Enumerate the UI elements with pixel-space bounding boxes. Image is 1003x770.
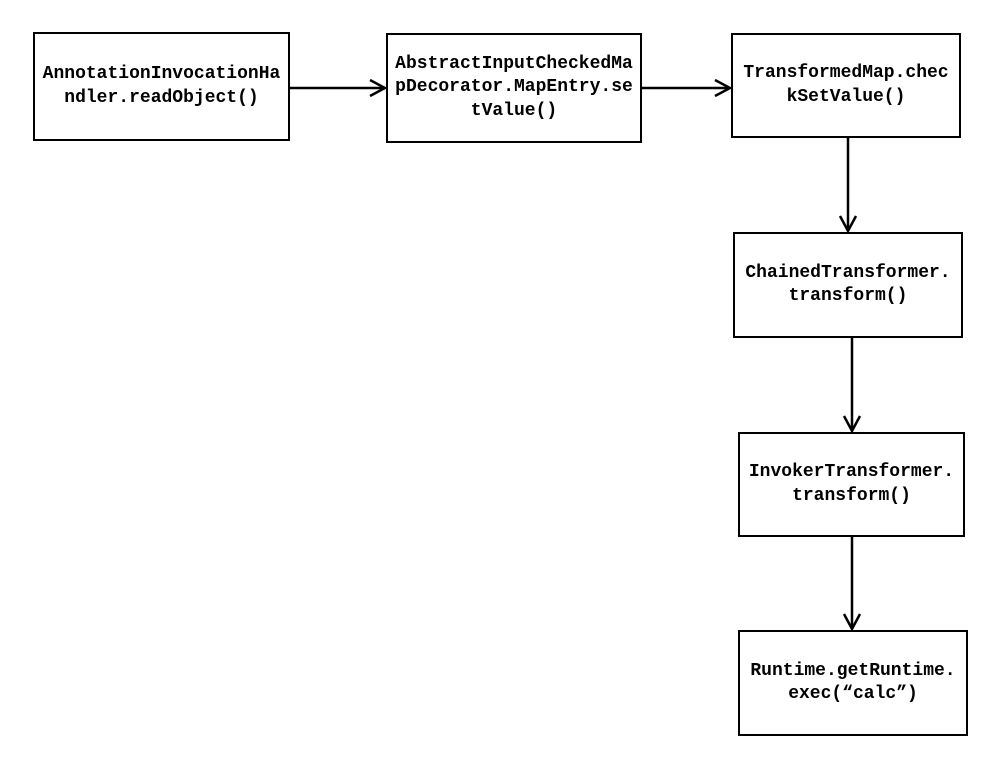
node-annotation-invocation-handler-readobject: AnnotationInvocationHandler.readObject() xyxy=(33,32,290,141)
edge-arrow-n1-n2 xyxy=(290,78,388,98)
edge-arrow-n3-n4 xyxy=(838,138,858,234)
node-invoker-transformer-transform: InvokerTransformer.transform() xyxy=(738,432,965,537)
node-chained-transformer-transform: ChainedTransformer.transform() xyxy=(733,232,963,338)
node-label: AnnotationInvocationHandler.readObject() xyxy=(42,64,281,108)
node-abstract-input-checked-map-decorator-setvalue: AbstractInputCheckedMapDecorator.MapEntr… xyxy=(386,33,642,143)
node-label: ChainedTransformer.transform() xyxy=(745,262,951,306)
edge-arrow-n2-n3 xyxy=(642,78,733,98)
node-label: TransformedMap.checkSetValue() xyxy=(743,63,949,107)
node-label: InvokerTransformer.transform() xyxy=(748,462,955,506)
node-transformed-map-checksetvalue: TransformedMap.checkSetValue() xyxy=(731,33,961,138)
node-label: AbstractInputCheckedMapDecorator.MapEntr… xyxy=(395,53,633,121)
node-runtime-getruntime-exec-calc: Runtime.getRuntime.exec(“calc”) xyxy=(738,630,968,736)
edge-arrow-n5-n6 xyxy=(842,537,862,632)
edge-arrow-n4-n5 xyxy=(842,338,862,434)
node-label: Runtime.getRuntime.exec(“calc”) xyxy=(750,660,956,704)
